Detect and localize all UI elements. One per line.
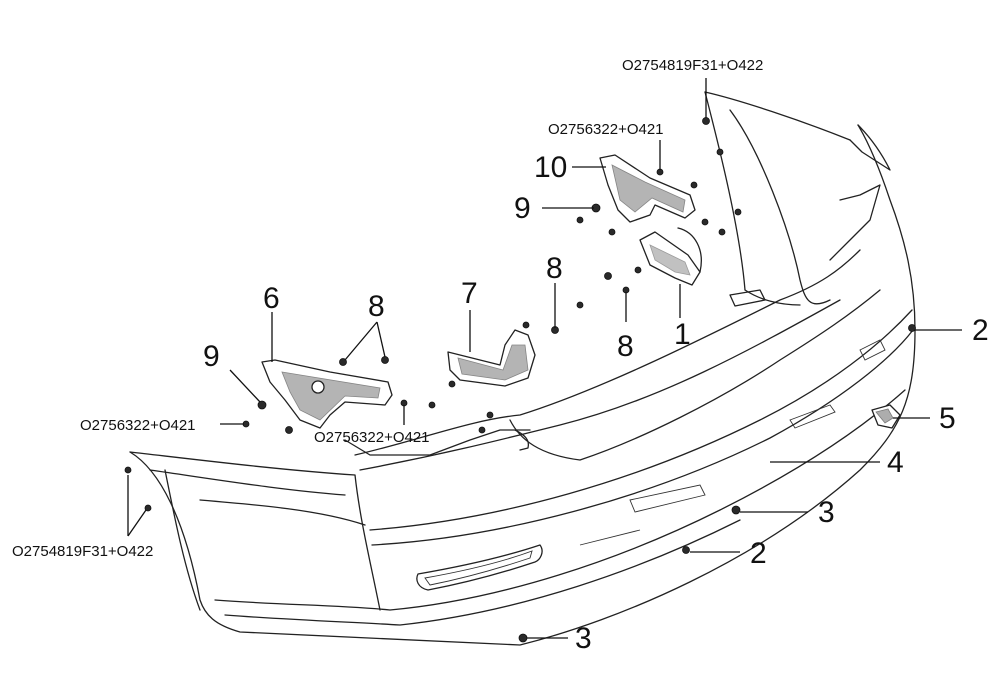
leader-lines (127, 78, 962, 639)
callout-3-upper: 3 (818, 496, 835, 529)
callout-labels: 1 2 2 3 3 4 5 6 7 8 8 8 9 9 10 (203, 151, 989, 655)
callout-2-lower: 2 (750, 537, 767, 570)
callout-2-upper: 2 (972, 314, 989, 347)
code-left: O2756322+O421 (80, 417, 196, 434)
callout-1: 1 (674, 318, 691, 351)
callout-9-upper: 9 (514, 192, 531, 225)
support-part-1 (639, 227, 702, 286)
code-bottom-left: O2754819F31+O422 (12, 543, 153, 560)
callout-8-left: 8 (368, 290, 385, 323)
bracket-part-10 (599, 154, 696, 223)
callout-7: 7 (461, 277, 478, 310)
callout-5: 5 (939, 402, 956, 435)
clip-part-5 (871, 404, 901, 429)
callout-4: 4 (887, 446, 904, 479)
code-top-right: O2754819F31+O422 (622, 57, 763, 74)
callout-8-middle: 8 (546, 252, 563, 285)
fasteners (124, 117, 916, 643)
bracket-part-6 (261, 359, 393, 429)
code-center: O2756322+O421 (314, 429, 430, 446)
callout-10: 10 (534, 151, 567, 184)
callout-9-left: 9 (203, 340, 220, 373)
callout-3-lower: 3 (575, 622, 592, 655)
part-code-labels: O2754819F31+O422 O2756322+O421 O2756322+… (12, 57, 763, 560)
bracket-part-7 (447, 329, 536, 387)
bumper-cover (129, 91, 916, 646)
callout-6: 6 (263, 282, 280, 315)
callout-8-right: 8 (617, 330, 634, 363)
code-top-middle: O2756322+O421 (548, 121, 664, 138)
